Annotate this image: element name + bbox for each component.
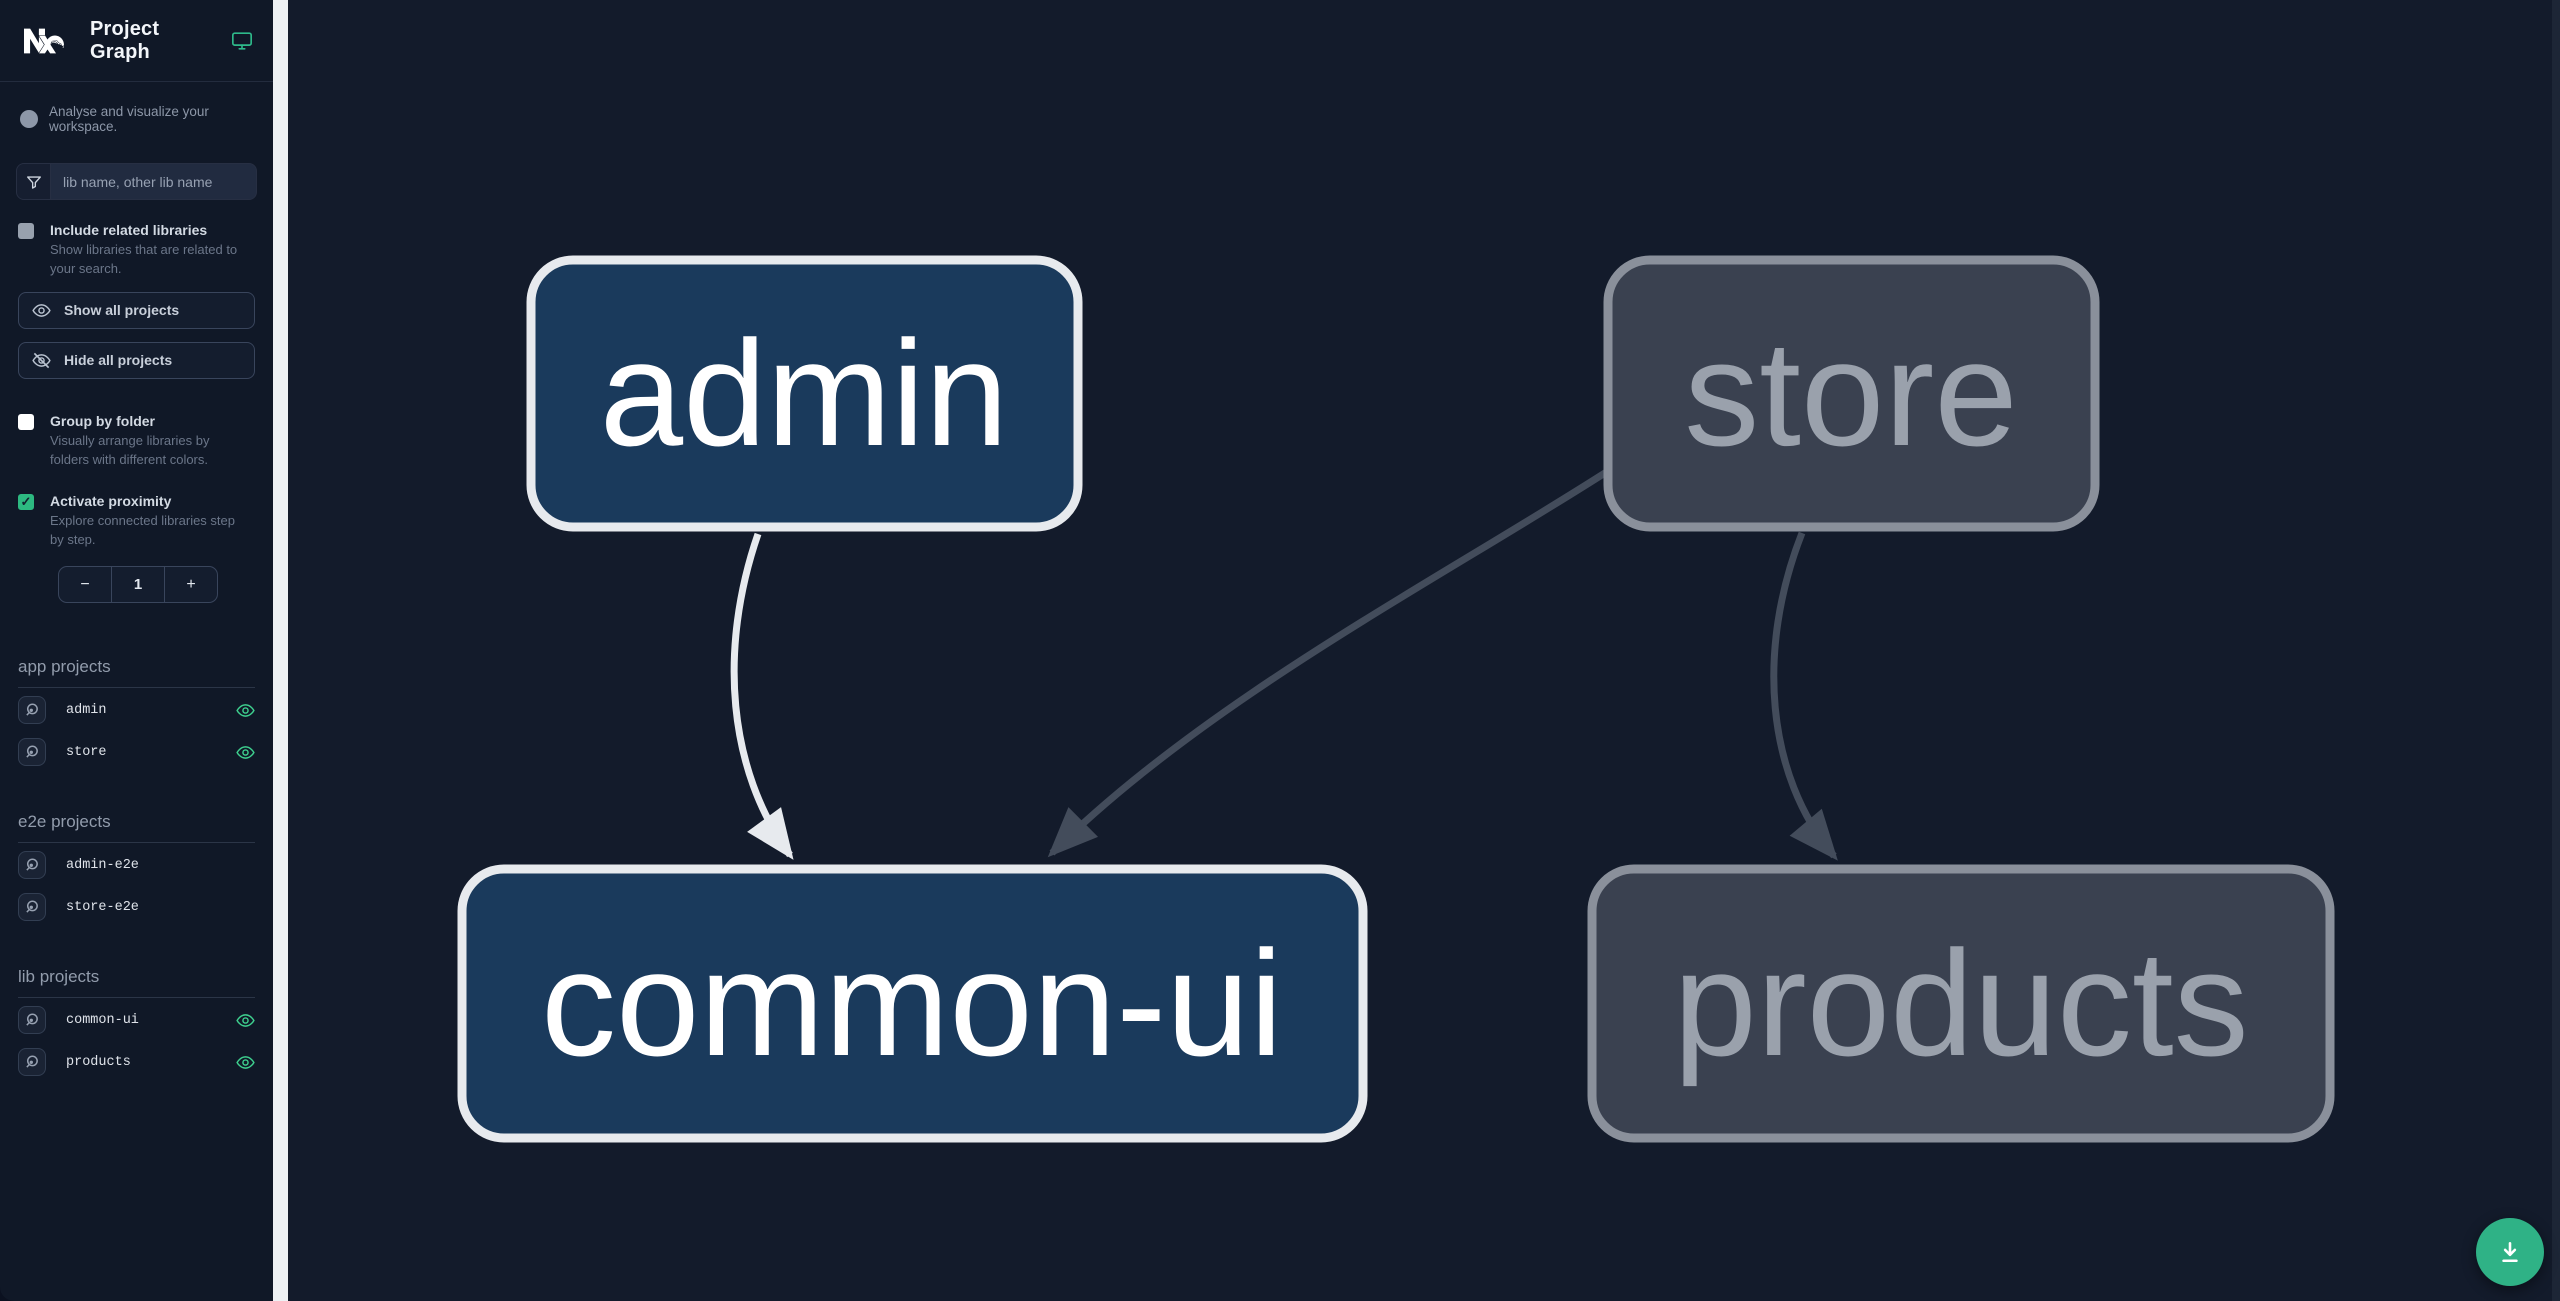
workspace-tagline: i Analyse and visualize your workspace. [0,82,273,134]
group-by-folder-option: Group by folder Visually arrange librari… [0,413,273,470]
project-row-store-e2e: store-e2e [18,887,255,927]
activate-proximity-checkbox[interactable]: ✓ [18,494,34,511]
toggle-visibility-eye-icon[interactable] [236,703,255,718]
section-title: e2e projects [18,812,255,844]
section-lib-projects: lib projects common-ui [18,967,255,1082]
graph-node-admin[interactable]: admin [526,255,1083,532]
project-row-store: store [18,732,255,772]
project-name: store-e2e [66,899,139,915]
proximity-decrement-button[interactable]: − [80,575,90,593]
include-related-option: Include related libraries Show libraries… [0,222,273,279]
project-name: common-ui [66,1012,139,1028]
toggle-visibility-eye-icon[interactable] [236,745,255,760]
download-icon [2502,1241,2518,1263]
theme-monitor-icon[interactable] [231,30,253,52]
focus-project-button[interactable] [18,696,46,725]
dependency-graph: admin store common-ui products [457,255,2335,1143]
download-graph-button[interactable] [2476,1218,2544,1286]
activate-proximity-option: ✓ Activate proximity Explore connected l… [0,493,273,550]
focus-project-button[interactable] [18,1048,46,1077]
activate-proximity-description: Explore connected libraries step by step… [50,513,235,548]
tagline-text: Analyse and visualize your workspace. [49,104,209,134]
group-by-folder-label: Group by folder [50,412,155,429]
focus-project-button[interactable] [18,893,46,922]
project-row-admin-e2e: admin-e2e [18,845,255,885]
focus-project-button[interactable] [18,738,46,767]
nx-logo-icon [24,28,64,53]
project-name: admin-e2e [66,857,139,873]
focus-icon [26,858,38,871]
edge-store-to-common-ui[interactable] [1047,468,1610,858]
group-by-folder-description: Visually arrange libraries by folders wi… [50,432,210,467]
sidebar: Project Graph i Analyse and visualize yo… [0,0,273,1301]
edge-store-to-products[interactable] [1770,531,1838,861]
page-title: Project Graph [90,17,160,63]
toggle-visibility-eye-icon[interactable] [236,1055,255,1070]
include-related-label: Include related libraries [50,222,208,238]
include-related-checkbox[interactable] [18,223,34,239]
canvas-scrollbar[interactable] [2552,0,2560,1301]
hide-all-projects-button[interactable]: Hide all projects [18,341,255,379]
focus-icon [26,900,38,913]
project-filter [16,163,257,200]
section-title: app projects [18,657,255,689]
project-name: admin [66,702,107,718]
sidebar-header: Project Graph [0,0,273,82]
info-icon: i [20,110,38,128]
project-name: store [66,744,107,760]
focus-icon [26,1013,38,1026]
svg-text:store: store [1684,309,2017,477]
graph-node-store[interactable]: store [1603,255,2100,532]
eye-off-icon [32,352,51,368]
proximity-increment-button[interactable]: + [186,575,196,593]
graph-node-common-ui[interactable]: common-ui [457,864,1368,1143]
show-all-projects-button[interactable]: Show all projects [18,291,255,329]
graph-node-products[interactable]: products [1587,864,2335,1143]
project-row-products: products [18,1042,255,1082]
project-row-common-ui: common-ui [18,1000,255,1040]
toggle-visibility-eye-icon[interactable] [236,1013,255,1028]
group-by-folder-checkbox[interactable] [18,413,34,430]
focus-project-button[interactable] [18,1006,46,1035]
hide-all-projects-label: Hide all projects [64,352,173,369]
svg-text:common-ui: common-ui [541,919,1283,1087]
focus-icon [26,703,38,716]
graph-canvas[interactable]: admin store common-ui products [288,0,2560,1301]
svg-text:admin: admin [600,309,1009,477]
search-input[interactable] [51,164,256,199]
section-e2e-projects: e2e projects admin-e2e store-e2e [18,812,255,927]
section-title: lib projects [18,967,255,999]
include-related-description: Show libraries that are related to your … [50,242,238,276]
section-app-projects: app projects admin [18,657,255,772]
svg-text:products: products [1673,919,2248,1087]
activate-proximity-label: Activate proximity [50,493,172,510]
focus-project-button[interactable] [18,851,46,880]
proximity-stepper: − 1 + [58,566,218,604]
proximity-value: 1 [111,567,165,603]
project-name: products [66,1054,131,1070]
filter-funnel-icon [17,164,51,199]
sidebar-canvas-divider [273,0,288,1301]
show-all-projects-label: Show all projects [64,302,180,319]
focus-icon [26,1055,38,1068]
focus-icon [26,745,38,758]
project-row-admin: admin [18,690,255,730]
eye-icon [32,303,51,317]
edge-admin-to-common-ui[interactable] [730,532,794,860]
